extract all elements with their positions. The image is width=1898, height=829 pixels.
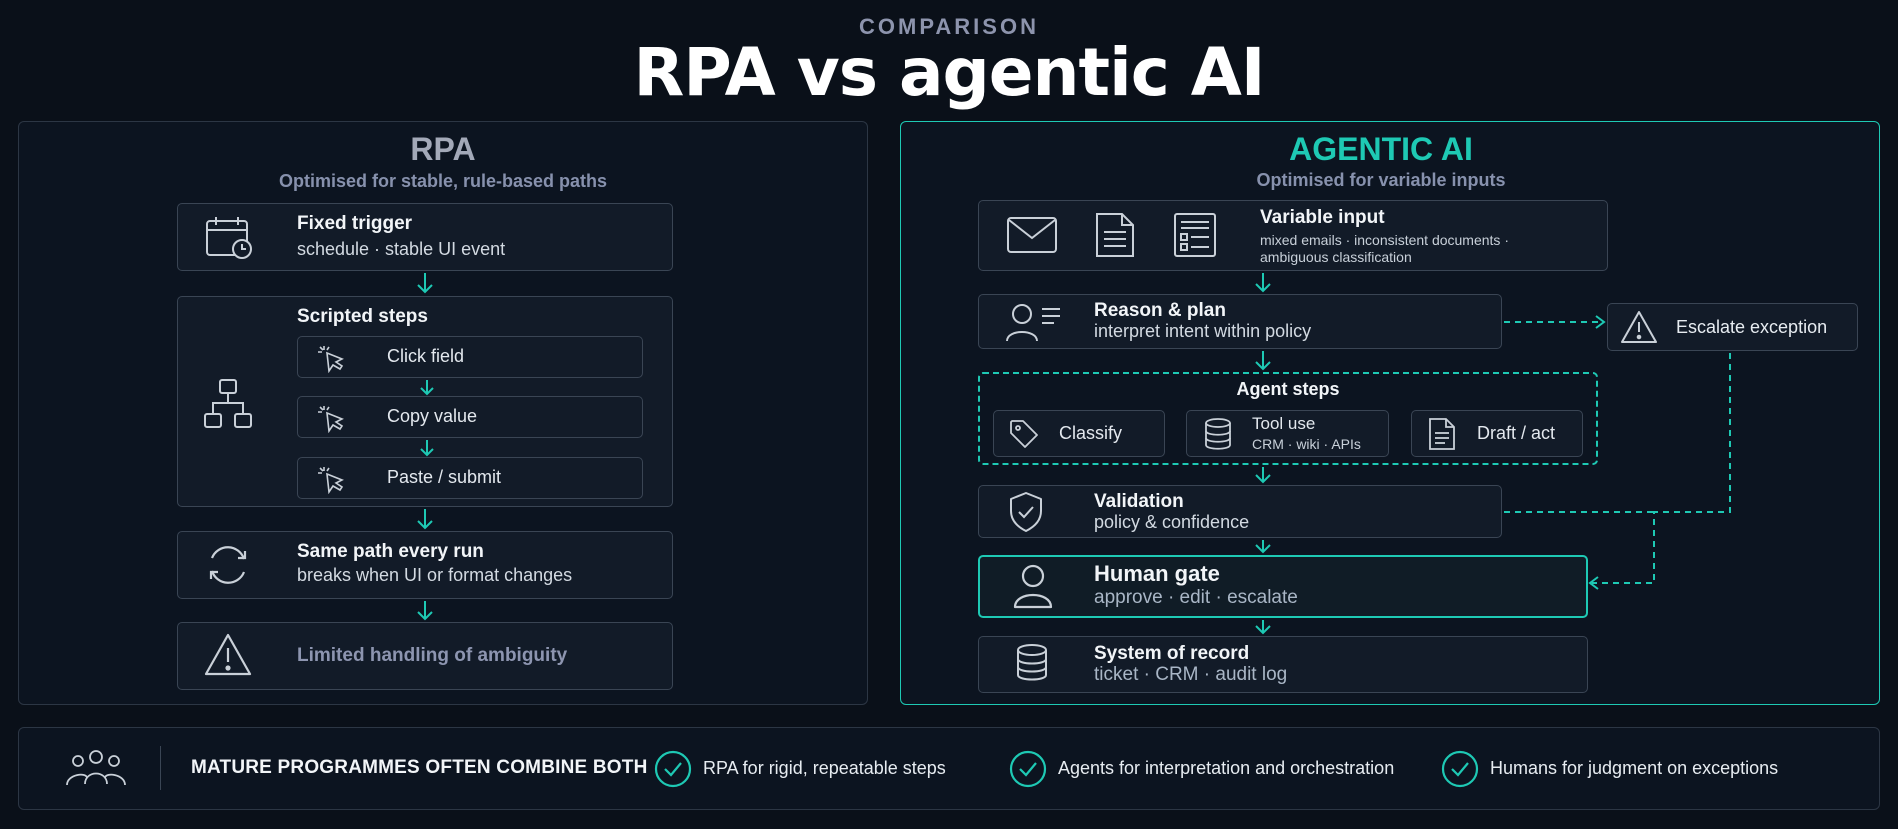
page-title: RPA vs agentic AI	[633, 34, 1266, 111]
classify-box	[993, 410, 1165, 457]
system-of-record-box	[978, 636, 1588, 693]
scripted-steps-title: Scripted steps	[297, 306, 428, 327]
check-circle-icon	[1009, 750, 1047, 788]
variable-input-box	[978, 200, 1608, 271]
fixed-trigger-box	[177, 203, 673, 271]
rpa-subtitle: Optimised for stable, rule-based paths	[278, 171, 608, 191]
human-gate-desc: approve · edit · escalate	[1094, 587, 1298, 608]
step-click-field-label: Click field	[387, 346, 465, 366]
footer-divider	[160, 746, 161, 790]
same-path-desc: breaks when UI or format changes	[297, 565, 573, 585]
footer-headline: MATURE PROGRAMMES OFTEN COMBINE BOTH	[191, 757, 648, 778]
cursor-click-icon	[316, 343, 346, 373]
agentic-subtitle: Optimised for variable inputs	[1256, 170, 1506, 190]
variable-input-desc-2: ambiguous classification	[1260, 249, 1412, 265]
refresh-cycle-icon	[204, 542, 252, 588]
tool-use-label: Tool use	[1252, 414, 1316, 433]
same-path-title: Same path every run	[297, 541, 484, 562]
human-gate-title: Human gate	[1094, 561, 1220, 586]
footer-banner	[18, 727, 1880, 810]
database-icon	[1014, 643, 1050, 683]
cursor-click-icon	[316, 403, 346, 433]
variable-input-title: Variable input	[1260, 207, 1385, 228]
person-icon	[1012, 563, 1054, 609]
mail-icon	[1006, 215, 1058, 255]
reason-plan-title: Reason & plan	[1094, 300, 1226, 321]
check-circle-icon	[1441, 750, 1479, 788]
limited-ambiguity-label: Limited handling of ambiguity	[297, 645, 568, 666]
rpa-title: RPA	[410, 131, 476, 167]
validation-desc: policy & confidence	[1094, 512, 1250, 532]
step-copy-value-label: Copy value	[387, 406, 478, 426]
step-click-field	[297, 336, 643, 378]
tag-icon	[1008, 418, 1040, 450]
human-gate-box	[978, 555, 1588, 618]
system-of-record-title: System of record	[1094, 643, 1250, 664]
limited-ambiguity-box	[177, 622, 673, 690]
check-circle-icon	[654, 750, 692, 788]
person-thinking-icon	[1004, 301, 1062, 343]
draft-act-label: Draft / act	[1477, 423, 1556, 443]
eyebrow-label: COMPARISON	[859, 14, 1039, 39]
same-path-box	[177, 531, 673, 599]
classify-label: Classify	[1059, 423, 1123, 443]
warning-icon	[1620, 310, 1658, 344]
database-icon	[1203, 417, 1233, 451]
reason-plan-desc: interpret intent within policy	[1094, 321, 1312, 341]
footer-item-rpa: RPA for rigid, repeatable steps	[703, 758, 946, 778]
form-document-icon	[1173, 212, 1217, 258]
step-paste-submit-label: Paste / submit	[387, 467, 502, 487]
document-edit-icon	[1427, 417, 1457, 451]
people-group-icon	[65, 748, 127, 788]
warning-icon	[203, 632, 253, 678]
escalate-exception-label: Escalate exception	[1676, 317, 1828, 337]
fixed-trigger-title: Fixed trigger	[297, 213, 413, 234]
variable-input-desc-1: mixed emails · inconsistent documents ·	[1260, 232, 1509, 248]
hierarchy-icon	[203, 378, 253, 430]
agent-steps-title: Agent steps	[1236, 379, 1340, 399]
fixed-trigger-desc: schedule · stable UI event	[297, 239, 506, 259]
step-paste-submit	[297, 457, 643, 499]
reason-plan-box	[978, 294, 1502, 349]
validation-title: Validation	[1094, 491, 1184, 512]
footer-item-humans: Humans for judgment on exceptions	[1490, 758, 1779, 778]
calendar-clock-icon	[204, 215, 254, 261]
tool-use-sub: CRM · wiki · APIs	[1252, 436, 1361, 452]
cursor-click-icon	[316, 464, 346, 494]
agentic-title: AGENTIC AI	[1289, 131, 1473, 167]
shield-check-icon	[1008, 491, 1044, 533]
step-copy-value	[297, 396, 643, 438]
footer-item-agents: Agents for interpretation and orchestrat…	[1058, 758, 1395, 778]
validation-box	[978, 485, 1502, 538]
system-of-record-desc: ticket · CRM · audit log	[1094, 664, 1288, 685]
document-icon	[1094, 212, 1136, 258]
